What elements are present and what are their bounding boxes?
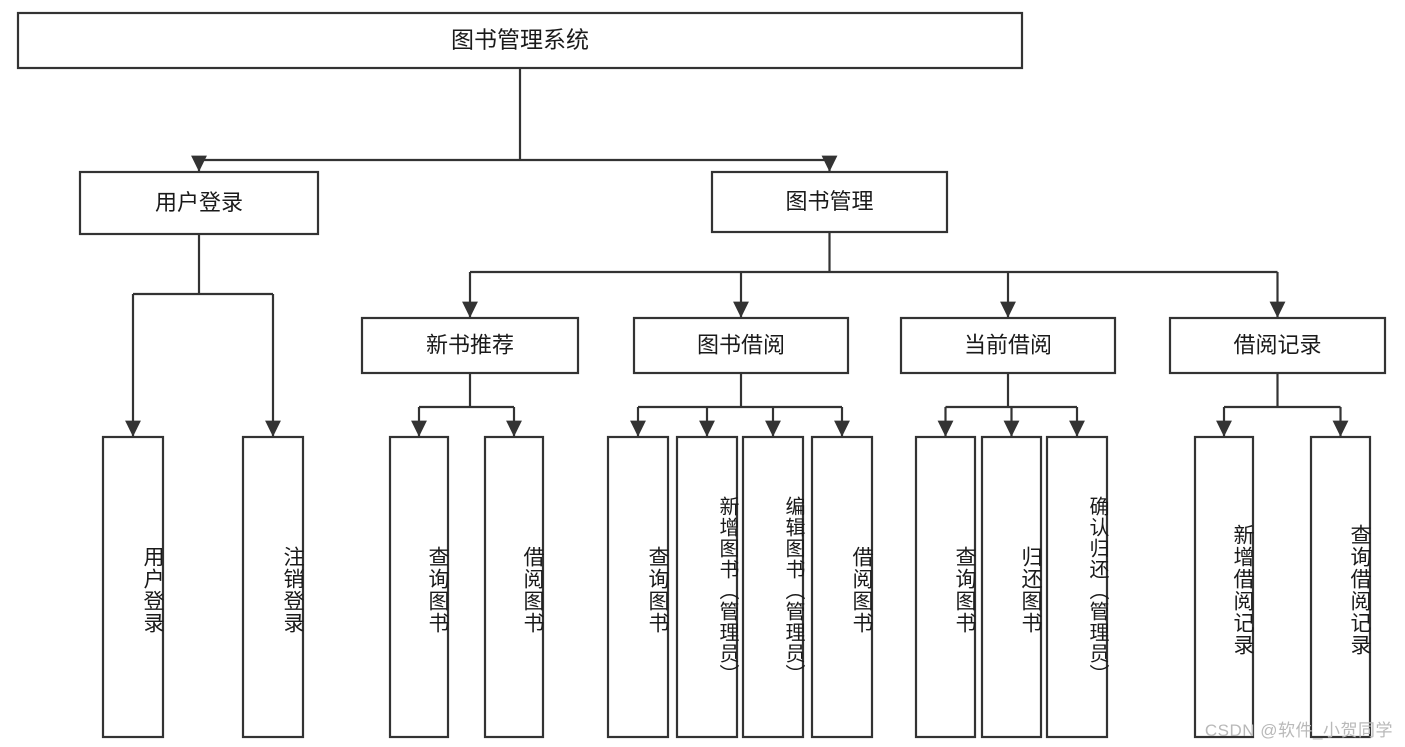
node-current-borrow[interactable] [899, 316, 1117, 375]
node-user-login-label: 用户登录 [155, 190, 243, 215]
node-borrow-record[interactable] [1168, 316, 1387, 375]
connector-layer [125, 68, 1349, 437]
node-book-borrow-label: 图书借阅 [697, 332, 785, 357]
watermark: CSDN @软件_小贺同学 [1204, 721, 1393, 740]
node-user-login[interactable] [78, 170, 320, 236]
node-leaf-return-book[interactable] [980, 435, 1043, 739]
node-leaf-query-book-2[interactable] [606, 435, 670, 739]
node-borrow-record-label: 借阅记录 [1233, 332, 1321, 357]
node-root-label: 图书管理系统 [451, 27, 589, 53]
node-leaf-borrow-book-2[interactable] [810, 435, 874, 739]
node-leaf-user-logout[interactable] [241, 435, 305, 739]
node-leaf-query-book-3[interactable] [914, 435, 977, 739]
node-leaf-add-record[interactable] [1193, 435, 1255, 739]
node-leaf-borrow-book-1[interactable] [483, 435, 545, 739]
node-current-borrow-label: 当前借阅 [964, 332, 1052, 357]
node-leaf-query-record[interactable] [1309, 435, 1372, 739]
node-leaf-query-book-1[interactable] [388, 435, 450, 739]
node-leaf-user-login[interactable] [101, 435, 165, 739]
node-leaf-confirm-return[interactable] [1045, 435, 1109, 739]
node-new-book-rec[interactable] [360, 316, 580, 375]
node-book-manage[interactable] [710, 170, 949, 234]
node-root[interactable] [16, 11, 1024, 70]
node-leaf-add-book[interactable] [675, 435, 739, 739]
node-leaf-edit-book[interactable] [741, 435, 805, 739]
node-new-book-rec-label: 新书推荐 [426, 332, 514, 357]
node-book-borrow[interactable] [632, 316, 850, 375]
node-book-manage-label: 图书管理 [785, 189, 873, 214]
